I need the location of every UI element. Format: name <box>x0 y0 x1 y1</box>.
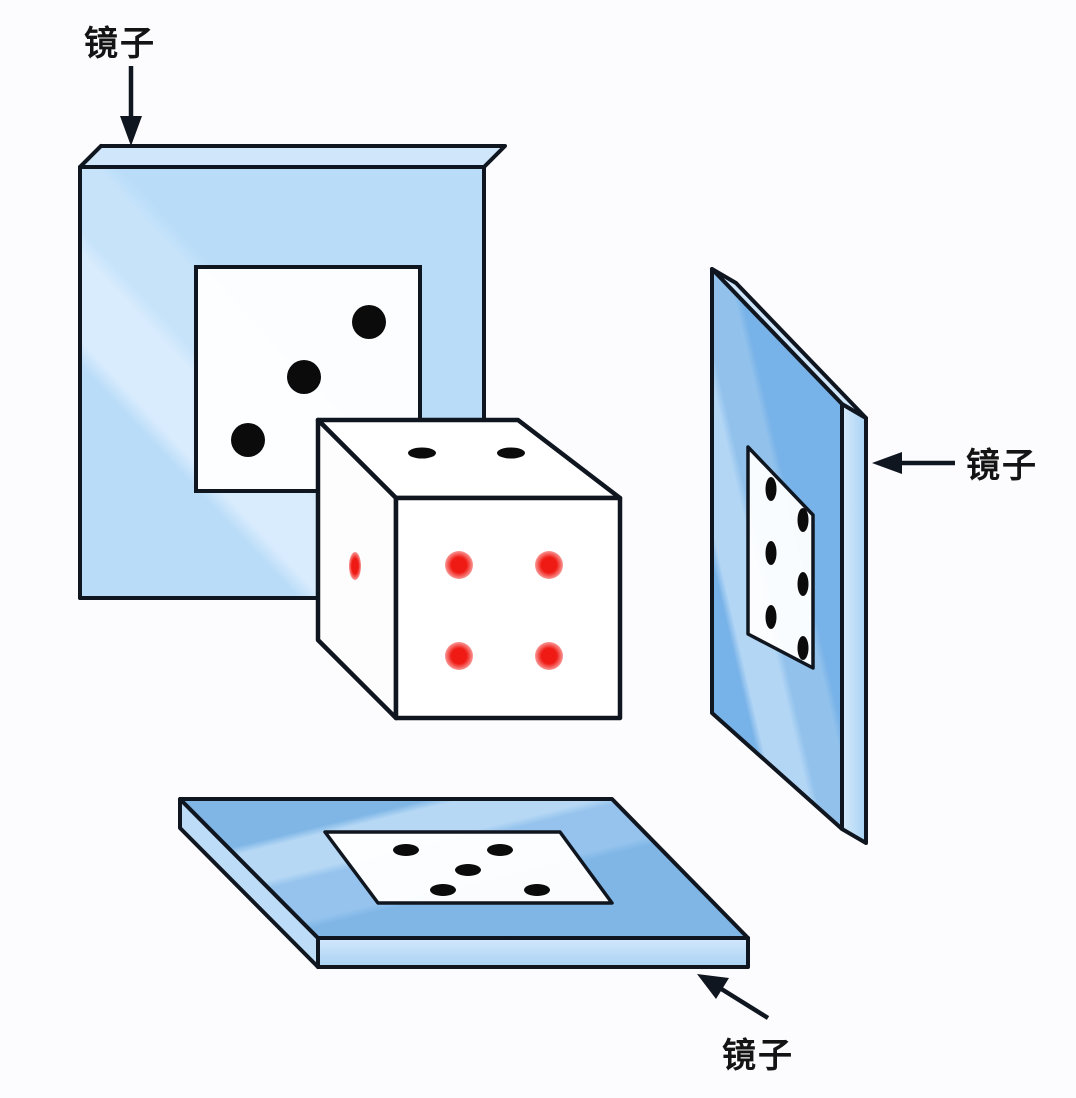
pip <box>797 508 809 532</box>
right-mirror-edge <box>840 402 868 845</box>
pip <box>455 864 481 876</box>
back-mirror-label: 镜子 <box>84 24 156 64</box>
pip <box>349 552 361 580</box>
bottom-mirror-edge <box>316 936 750 969</box>
pip <box>445 551 473 579</box>
pip <box>497 447 525 459</box>
die[interactable] <box>315 417 623 721</box>
pip <box>797 572 809 596</box>
pip <box>430 884 456 896</box>
reflected-die-face <box>746 445 815 670</box>
die-front-face <box>393 495 623 721</box>
right-mirror[interactable] <box>710 267 868 845</box>
arrow-bottom <box>697 974 770 1020</box>
pip <box>393 844 419 856</box>
pip <box>287 360 321 394</box>
pip <box>535 642 563 670</box>
die-left-pips <box>349 552 361 580</box>
arrow-head <box>872 452 902 474</box>
right-mirror-label: 镜子 <box>966 446 1038 486</box>
bottom-mirror-reflection-face-5 <box>323 830 614 905</box>
die-top-pips <box>408 447 525 459</box>
pip <box>231 423 265 457</box>
pip <box>524 884 550 896</box>
arrow-head <box>697 974 729 999</box>
arrow-head <box>120 116 142 146</box>
bottom-mirror-label: 镜子 <box>722 1036 794 1076</box>
pip <box>765 477 777 501</box>
arrow-shaft <box>713 983 770 1020</box>
back-mirror-top-edge <box>78 144 507 169</box>
bottom-mirror[interactable] <box>178 797 750 969</box>
right-mirror-reflection-face-6 <box>746 445 815 670</box>
pip <box>445 642 473 670</box>
pip <box>487 844 513 856</box>
die-front-pips <box>445 551 563 670</box>
arrow-top <box>120 66 142 146</box>
pip <box>352 305 386 339</box>
arrow-right <box>872 452 955 474</box>
pip <box>535 551 563 579</box>
pip <box>765 605 777 629</box>
pip <box>797 636 809 660</box>
pip <box>765 541 777 565</box>
pip <box>408 447 436 459</box>
